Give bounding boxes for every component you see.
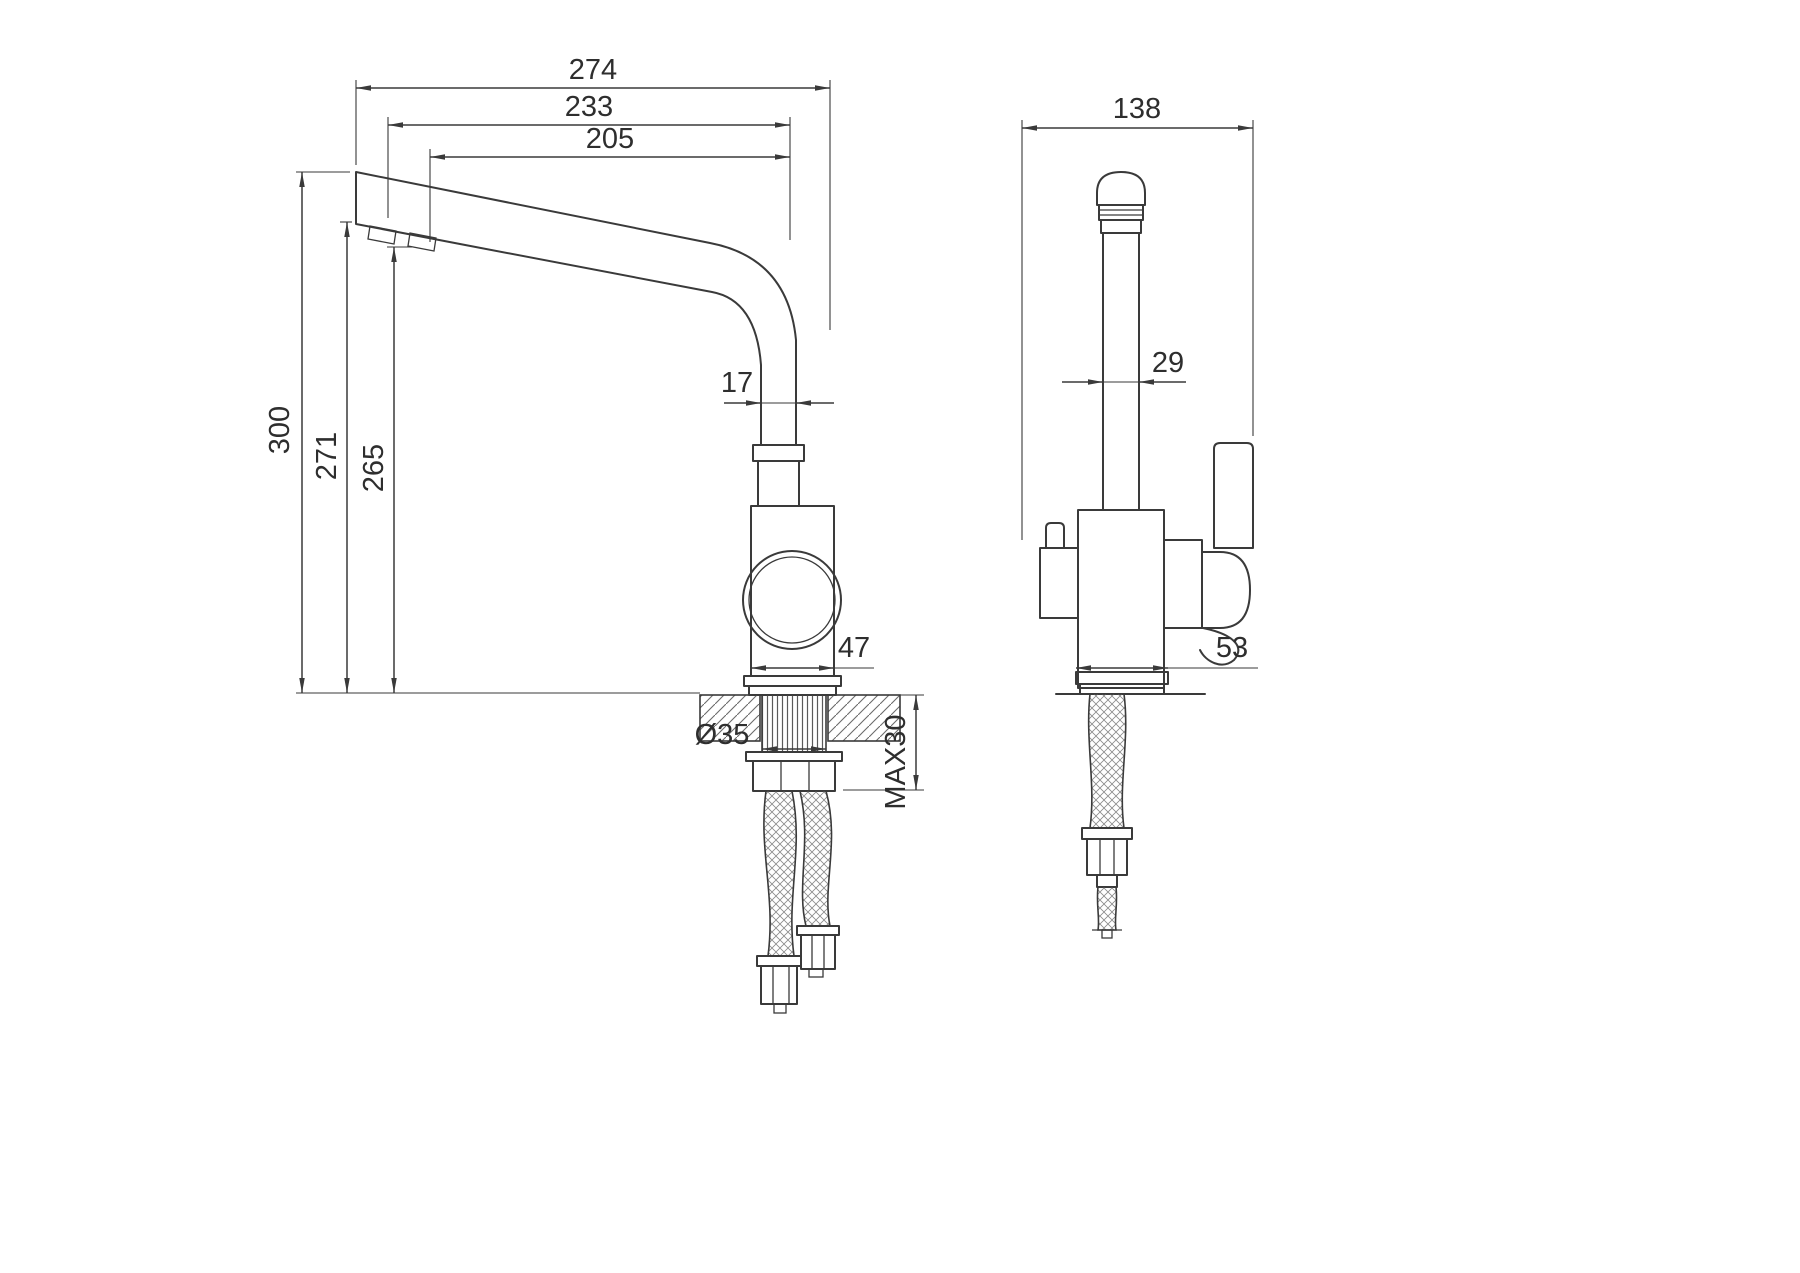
dim-47: 47 — [751, 632, 870, 671]
dim-271-label: 271 — [311, 432, 343, 480]
side-extension-lines — [296, 80, 924, 791]
front-column — [1102, 232, 1140, 511]
riser-collar — [752, 444, 805, 462]
shank-washer — [745, 751, 843, 762]
base-flange-top — [743, 675, 842, 687]
front-view: 138 29 53 — [1021, 93, 1258, 939]
front-hose — [1087, 693, 1127, 829]
dim-d35-label: Ø35 — [695, 719, 750, 751]
threaded-shank — [761, 694, 827, 753]
dim-29-label: 29 — [1152, 347, 1184, 379]
front-flange-top — [1075, 671, 1169, 685]
dim-29: 29 — [1062, 347, 1186, 385]
dim-274: 274 — [356, 54, 830, 91]
spout-outline — [355, 171, 797, 446]
hose-right-tip — [808, 968, 824, 978]
handle-pivot-circle — [742, 550, 842, 650]
hose-right-hex-nut — [800, 934, 836, 970]
dim-max30-label: MAX30 — [880, 714, 912, 809]
riser-neck — [757, 460, 800, 507]
aerator-slot-2 — [407, 232, 437, 252]
base-flange-bottom — [748, 685, 837, 696]
front-hose-stub — [1096, 874, 1118, 888]
dim-233: 233 — [388, 91, 790, 128]
aerator-band — [1098, 204, 1144, 221]
front-extension-lines — [1021, 120, 1258, 669]
front-hose-washer — [1081, 827, 1133, 840]
front-hose-tip — [1101, 929, 1113, 939]
hose-left-washer — [756, 955, 802, 967]
dim-47-label: 47 — [838, 632, 870, 664]
dim-300: 300 — [264, 172, 305, 693]
dim-17: 17 — [721, 367, 834, 406]
dim-53-label: 53 — [1216, 632, 1248, 664]
filter-knob — [1045, 522, 1065, 549]
dim-d35: Ø35 — [695, 719, 826, 752]
dim-271: 271 — [311, 222, 350, 693]
dim-138-label: 138 — [1113, 93, 1161, 125]
front-hose-hex-nut — [1086, 838, 1128, 876]
aerator-rim — [1100, 219, 1142, 234]
dim-274-label: 274 — [569, 54, 617, 86]
aerator-slot-1 — [367, 225, 397, 245]
spout-dome — [1096, 171, 1146, 206]
dim-300-label: 300 — [264, 406, 296, 454]
dim-max30: MAX30 — [880, 695, 919, 810]
dim-17-label: 17 — [721, 367, 753, 399]
hose-right-washer — [796, 925, 840, 936]
dim-138: 138 — [1022, 93, 1253, 131]
valve-housing-right — [1163, 539, 1203, 629]
faucet-body — [750, 505, 835, 677]
hose-left — [763, 790, 798, 957]
hose-left-hex-nut — [760, 965, 798, 1005]
dim-265: 265 — [358, 247, 397, 693]
dim-205-label: 205 — [586, 123, 634, 155]
countertop-right — [827, 694, 901, 742]
filter-arm-left — [1039, 547, 1079, 619]
mounting-nut — [752, 760, 836, 792]
lever-tail — [1199, 627, 1240, 666]
dim-233-label: 233 — [565, 91, 613, 123]
side-view: 274 233 205 17 300 271 — [264, 54, 924, 1014]
front-body — [1077, 509, 1165, 689]
lever-pivot-cap — [1201, 551, 1251, 629]
dim-205: 205 — [430, 123, 790, 160]
lever-blade — [1213, 442, 1254, 549]
handle-pivot-inner-circle — [748, 556, 836, 644]
dim-265-label: 265 — [358, 444, 390, 492]
countertop-left — [699, 694, 761, 742]
hose-right — [798, 790, 833, 927]
dim-53: 53 — [1076, 632, 1248, 671]
front-hose-lower — [1096, 886, 1118, 931]
hose-left-tip — [773, 1003, 787, 1014]
